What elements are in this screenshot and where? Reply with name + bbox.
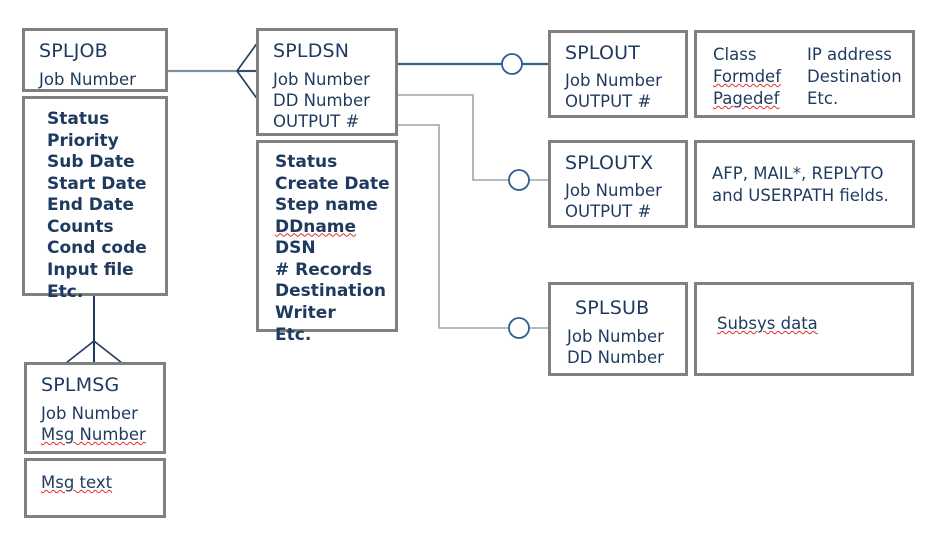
relationship-spljob-splmsg bbox=[65, 296, 123, 364]
entity-splsub-note[interactable]: Subsys data bbox=[694, 282, 914, 376]
attribute-item: End Date bbox=[47, 195, 135, 216]
entity-sploutx-key-0: Job Number bbox=[565, 181, 662, 200]
entity-splmsg-key-1: Msg Number bbox=[41, 424, 146, 444]
note-item: IP address bbox=[807, 45, 892, 64]
optionality-circle-sploutx bbox=[508, 169, 530, 191]
entity-splout-key-0: Job Number bbox=[565, 71, 662, 90]
relationship-spldsn-splsub bbox=[398, 124, 548, 339]
note-item: Subsys data bbox=[717, 314, 818, 333]
attribute-item: Counts bbox=[47, 216, 114, 237]
attribute-item: DSN bbox=[275, 238, 316, 259]
entity-spldsn-key-0: Job Number bbox=[273, 70, 370, 89]
attribute-item: Status bbox=[275, 152, 338, 172]
attribute-item: Etc. bbox=[275, 324, 312, 345]
entity-splmsg-title: SPLMSG bbox=[41, 374, 120, 396]
entity-spljob-key-0: Job Number bbox=[39, 70, 136, 89]
attribute-item: Sub Date bbox=[47, 152, 135, 173]
entity-splsub-title: SPLSUB bbox=[575, 297, 650, 319]
entity-spljob-header[interactable]: SPLJOB Job Number bbox=[22, 28, 168, 92]
optionality-circle-splsub bbox=[508, 317, 530, 339]
attribute-item: DDname bbox=[275, 216, 357, 237]
attribute-item: Status bbox=[47, 109, 110, 129]
attribute-item: # Records bbox=[275, 259, 373, 280]
note-item: Etc. bbox=[807, 88, 839, 108]
entity-spljob-title: SPLJOB bbox=[39, 40, 108, 62]
entity-splout-key-1: OUTPUT # bbox=[565, 91, 652, 111]
entity-sploutx-header[interactable]: SPLOUTX Job Number OUTPUT # bbox=[548, 140, 688, 228]
relationship-spldsn-sploutx bbox=[398, 94, 548, 191]
entity-spldsn-attributes[interactable]: Status Create Date Step name DDname DSN … bbox=[256, 140, 398, 345]
note-item: and USERPATH fields. bbox=[712, 185, 889, 205]
entity-spldsn-key-1: DD Number bbox=[273, 90, 370, 110]
attribute-item: Start Date bbox=[47, 173, 147, 194]
entity-spldsn-title: SPLDSN bbox=[273, 40, 350, 62]
entity-splsub-header[interactable]: SPLSUB Job Number DD Number bbox=[548, 282, 688, 376]
entity-splsub-key-0: Job Number bbox=[567, 327, 664, 346]
attribute-item: Priority bbox=[47, 130, 119, 151]
attribute-item: Create Date bbox=[275, 173, 390, 194]
attribute-item: Input file bbox=[47, 260, 134, 281]
note-item: Destination bbox=[807, 66, 902, 86]
attribute-item: Writer bbox=[275, 303, 336, 324]
entity-spljob-attributes[interactable]: Status Priority Sub Date Start Date End … bbox=[22, 96, 168, 302]
note-item: Formdef bbox=[713, 66, 781, 86]
entity-splout-title: SPLOUT bbox=[565, 42, 641, 64]
note-column-right: IP address Destination Etc. bbox=[807, 44, 902, 110]
note-item: Class bbox=[713, 45, 757, 64]
note-column-left: Class Formdef Pagedef bbox=[713, 44, 807, 110]
relationship-spljob-spldsn bbox=[168, 41, 259, 101]
attribute-item: Msg text bbox=[41, 473, 113, 492]
entity-sploutx-note[interactable]: AFP, MAIL*, REPLYTO and USERPATH fields. bbox=[694, 140, 915, 228]
entity-splmsg-attributes[interactable]: Msg text bbox=[24, 458, 166, 518]
entity-splmsg-key-0: Job Number bbox=[41, 404, 138, 423]
entity-splmsg-header[interactable]: SPLMSG Job Number Msg Number bbox=[24, 362, 166, 454]
entity-splsub-key-1: DD Number bbox=[567, 347, 664, 367]
attribute-item: Cond code bbox=[47, 238, 147, 259]
entity-spldsn-header[interactable]: SPLDSN Job Number DD Number OUTPUT # bbox=[256, 28, 398, 136]
relationship-spldsn-splout bbox=[398, 53, 548, 75]
attribute-item: Etc. bbox=[47, 281, 84, 302]
attribute-item: Step name bbox=[275, 195, 378, 216]
entity-sploutx-key-1: OUTPUT # bbox=[565, 201, 652, 221]
note-item: Pagedef bbox=[713, 88, 780, 108]
entity-spldsn-key-2: OUTPUT # bbox=[273, 111, 360, 131]
entity-splout-note[interactable]: Class Formdef Pagedef IP address Destina… bbox=[694, 30, 915, 118]
entity-sploutx-title: SPLOUTX bbox=[565, 152, 654, 174]
optionality-circle-splout bbox=[501, 53, 523, 75]
attribute-item: Destination bbox=[275, 281, 387, 302]
note-item: AFP, MAIL*, REPLYTO bbox=[712, 164, 884, 183]
entity-splout-header[interactable]: SPLOUT Job Number OUTPUT # bbox=[548, 30, 688, 118]
